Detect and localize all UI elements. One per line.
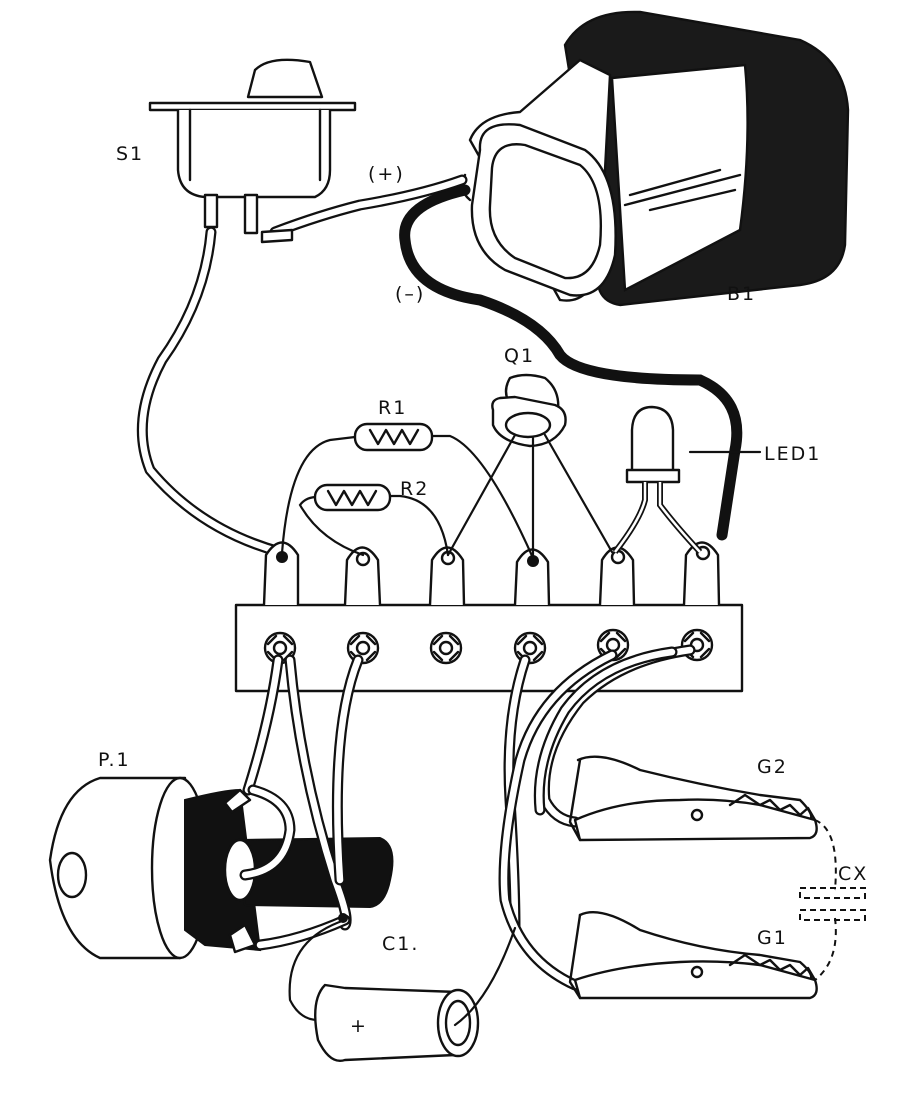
led1[interactable] [612,405,762,555]
label-g2: G2 [757,756,788,778]
label-b1: B1 [727,283,756,305]
label-r1: R1 [378,397,407,419]
label-c1-plus: + [350,1015,368,1037]
switch-s1[interactable] [148,58,357,244]
capacitor-cx [799,819,866,981]
label-cx: CX [838,863,868,885]
label-g1: G1 [757,927,788,949]
alligator-clip-g2[interactable] [568,755,818,842]
label-p1: P.1 [98,749,131,771]
capacitor-c1[interactable] [288,918,517,1062]
terminal-strip [234,541,744,693]
label-r2: R2 [400,478,429,500]
strip-to-pot-wires [239,654,364,951]
label-positive: (+) [368,163,405,185]
battery-b1 [461,10,850,307]
label-q1: Q1 [504,345,535,367]
switch-to-terminal-wire [136,226,286,558]
terminal-lugs [262,541,721,606]
label-c1: C1. [382,933,419,955]
resistor-r2[interactable] [298,483,450,557]
battery-negative-lead [399,184,743,541]
resistor-r1[interactable] [280,422,535,560]
label-negative: (–) [395,283,425,305]
strip-to-clips-wires [498,644,696,991]
label-s1: S1 [116,143,144,165]
transistor-q1[interactable] [446,373,614,560]
alligator-clip-g1[interactable] [568,911,818,1000]
label-led1: LED1 [764,443,821,465]
